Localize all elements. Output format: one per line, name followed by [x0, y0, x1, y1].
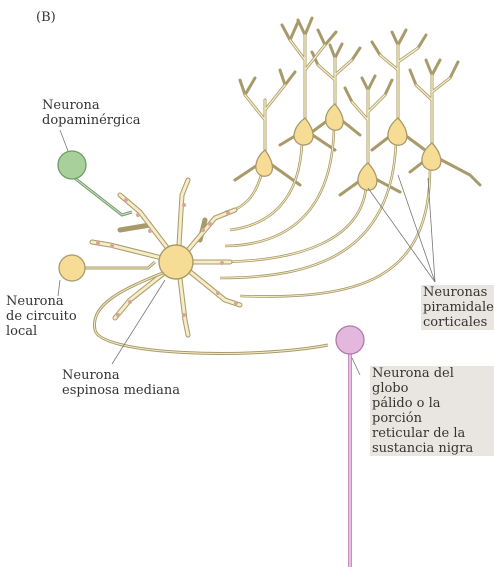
local-circuit-soma [59, 255, 85, 281]
spiny-neuron-label: Neurona espinosa mediana [62, 368, 180, 398]
globus-soma [336, 326, 364, 354]
local-circuit-axon [84, 262, 155, 268]
dopaminergic-neuron [58, 151, 132, 215]
pyramidal-soma-4 [358, 163, 377, 190]
local-circuit-label: Neurona de circuito local [6, 294, 77, 339]
pyramidal-soma-6 [422, 143, 441, 170]
globus-neuron [336, 326, 364, 567]
pyramidal-soma-1 [256, 150, 273, 176]
pyramidal-soma-3 [326, 104, 343, 130]
leader-lines [58, 130, 435, 375]
spiny-soma [159, 245, 193, 279]
pyramidal-dendrites-fill [245, 35, 450, 175]
local-circuit-neuron [59, 255, 155, 281]
cortical-axons [215, 128, 430, 296]
pyramidal-label: Neuronas piramidales corticales [421, 285, 494, 330]
pyramidal-soma-5 [388, 118, 407, 145]
globus-label: Neurona del globo pálido o la porción re… [370, 366, 494, 456]
dopaminergic-label: Neurona dopaminérgica [42, 98, 141, 128]
spiny-axon [94, 272, 328, 353]
cortical-axons-inner [215, 128, 430, 296]
pyramidal-soma-2 [294, 118, 313, 145]
dopaminergic-soma [58, 151, 86, 179]
pyramidal-somas [256, 104, 441, 190]
panel-label: (B) [36, 10, 56, 25]
